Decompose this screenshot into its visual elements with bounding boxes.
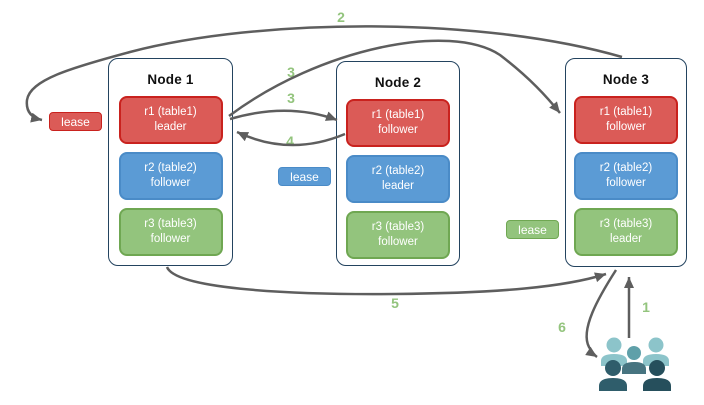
replica-label-line2: leader	[382, 180, 414, 192]
node-3-title: Node 3	[602, 72, 650, 87]
replica-label-line2: follower	[606, 177, 646, 189]
node-3-replica-r2-follower: r2 (table2) follower	[574, 152, 678, 200]
node-2-replica-r2-leader: r2 (table2) leader	[346, 155, 450, 203]
replica-label-line2: leader	[154, 121, 187, 133]
lease-badge-red: lease	[49, 112, 102, 131]
replica-label-line2: follower	[378, 236, 418, 248]
replica-label-line1: r2 (table2)	[371, 165, 425, 178]
step-label-4: 4	[286, 133, 294, 149]
replica-label-line1: r2 (table2)	[599, 162, 653, 175]
arrow-5	[165, 266, 607, 296]
replica-label-line2: leader	[610, 233, 642, 245]
node-2-box: Node 2 r1 (table1) follower r2 (table2) …	[336, 61, 460, 266]
node-1-title: Node 1	[147, 72, 194, 87]
step-label-3b: 3	[287, 90, 295, 106]
replica-label-line1: r3 (table3)	[599, 218, 653, 231]
node-2-replica-r3-follower: r3 (table3) follower	[346, 211, 450, 259]
step-label-1: 1	[642, 299, 650, 315]
replica-label-line2: follower	[606, 121, 646, 133]
node-2-title: Node 2	[374, 75, 422, 90]
lease-badge-green: lease	[506, 220, 559, 239]
node-3-box: Node 3 r1 (table1) follower r2 (table2) …	[565, 58, 687, 267]
replica-label-line1: r1 (table1)	[371, 109, 425, 122]
replica-label-line1: r3 (table3)	[144, 218, 197, 231]
node-1-replica-r2-follower: r2 (table2) follower	[118, 152, 223, 200]
replica-label-line2: follower	[378, 124, 418, 136]
node-3-replica-r1-follower: r1 (table1) follower	[574, 96, 678, 144]
node-1-replica-r3-follower: r3 (table3) follower	[118, 208, 223, 256]
replica-label-line2: follower	[150, 233, 191, 245]
arrow-3b	[229, 109, 338, 122]
step-label-2: 2	[337, 9, 345, 25]
arrow-6	[585, 269, 618, 359]
step-label-6: 6	[558, 319, 566, 335]
replica-label-line1: r2 (table2)	[144, 162, 197, 175]
users-icon	[599, 337, 671, 391]
step-label-5: 5	[391, 295, 399, 311]
step-label-3a: 3	[287, 64, 295, 80]
node-1-box: Node 1 r1 (table1) leader r2 (table2) fo…	[108, 58, 233, 266]
node-1-replica-r1-leader: r1 (table1) leader	[118, 96, 223, 144]
node-2-replica-r1-follower: r1 (table1) follower	[346, 99, 450, 147]
replica-label-line1: r1 (table1)	[599, 106, 653, 119]
lease-badge-blue: lease	[278, 167, 331, 186]
replica-label-line1: r1 (table1)	[144, 106, 197, 119]
replica-label-line1: r3 (table3)	[371, 221, 425, 234]
replica-label-line2: follower	[150, 177, 191, 189]
node-3-replica-r3-leader: r3 (table3) leader	[574, 208, 678, 256]
